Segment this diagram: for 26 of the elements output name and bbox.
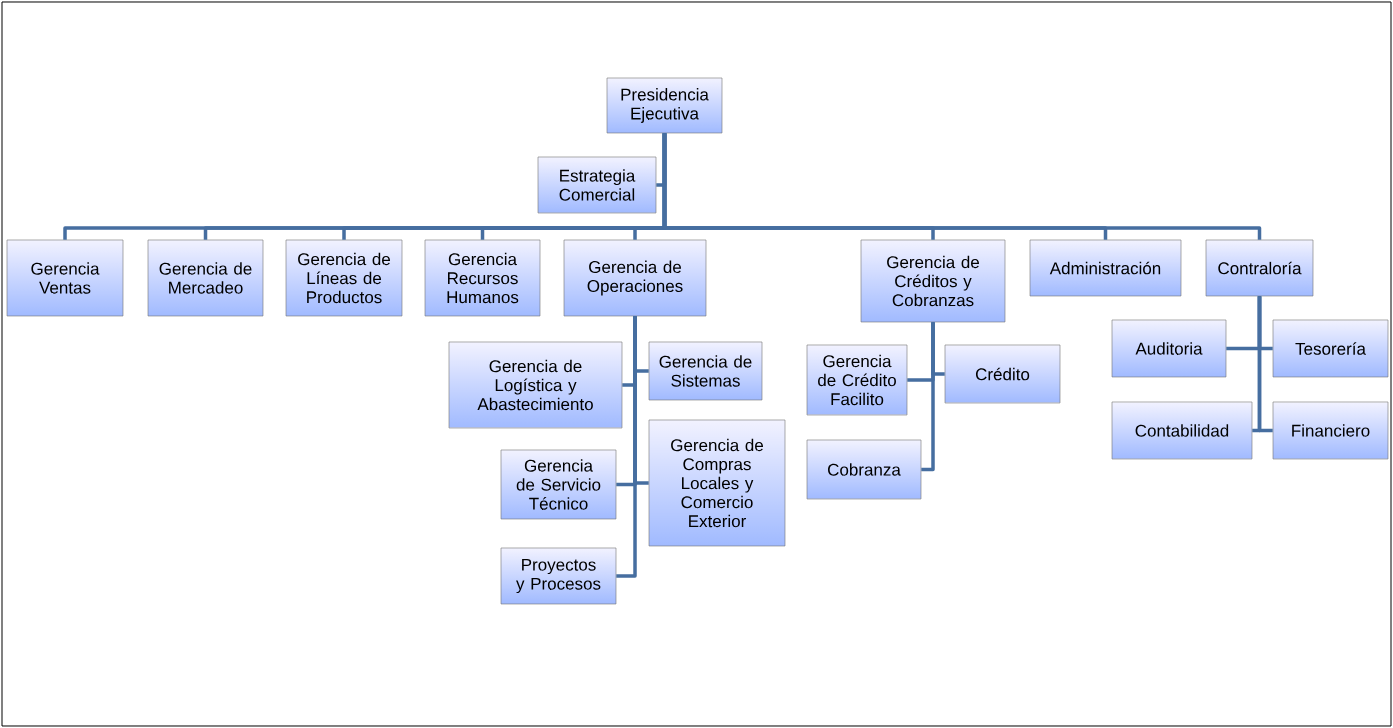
org-box: Gerencia de Créditos y Cobranzas [860, 239, 1006, 323]
org-box: Gerencia de Operaciones [563, 239, 707, 317]
org-box: Cobranza [806, 439, 922, 500]
org-box: Crédito [944, 344, 1061, 404]
connector-line [1257, 296, 1273, 433]
org-box: Proyectos y Procesos [500, 547, 617, 605]
org-box: Contabilidad [1111, 401, 1253, 460]
connector-line [921, 322, 935, 472]
org-box: Presidencia Ejecutiva [606, 77, 723, 134]
org-box: Gerencia de Servicio Técnico [500, 449, 617, 520]
org-box: Estrategia Comercial [537, 156, 657, 214]
connector-line [616, 316, 637, 578]
org-box: Gerencia de Crédito Facilito [806, 344, 908, 416]
org-box: Administración [1029, 239, 1182, 297]
connector-line [662, 133, 1262, 240]
org-box: Gerencia Ventas [6, 239, 124, 317]
org-box: Auditoria [1111, 319, 1227, 378]
org-box: Gerencia de Líneas de Productos [285, 239, 403, 317]
org-box: Financiero [1272, 401, 1389, 460]
org-box: Gerencia de Compras Locales y Comercio Exterior [648, 419, 786, 547]
org-box: Gerencia de Mercadeo [147, 239, 264, 317]
org-box: Gerencia de Logística y Abastecimiento [448, 341, 623, 429]
org-box: Tesorería [1272, 319, 1389, 378]
org-box: Contraloría [1205, 239, 1314, 297]
org-box: Gerencia Recursos Humanos [424, 239, 541, 317]
org-box: Gerencia de Sistemas [648, 341, 763, 401]
